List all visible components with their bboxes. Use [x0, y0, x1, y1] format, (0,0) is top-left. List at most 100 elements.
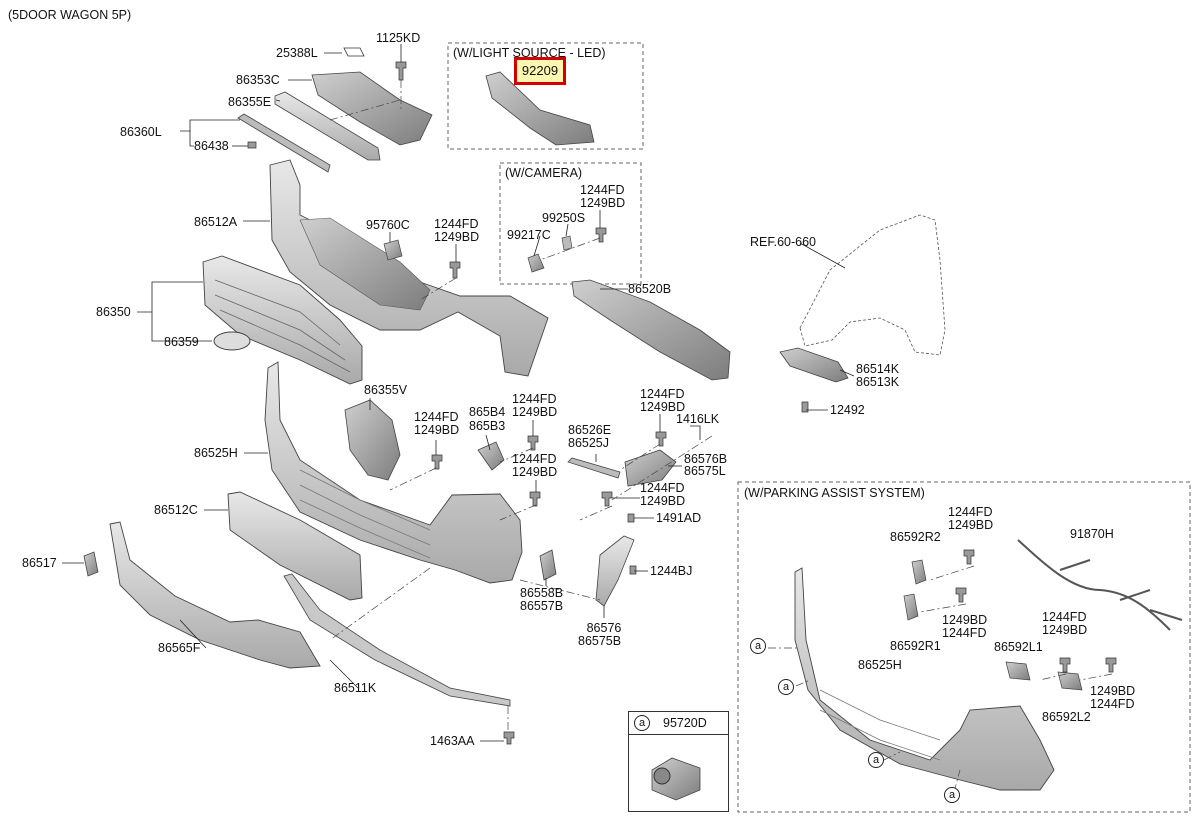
part-label[interactable]: 865B3 — [469, 419, 506, 433]
part-86512A — [269, 159, 549, 377]
reference-label[interactable]: REF.60-660 — [750, 235, 817, 249]
part-86512C — [227, 491, 363, 601]
part-label[interactable]: 86514K — [856, 362, 900, 376]
part-label[interactable]: 1244FD — [640, 387, 685, 401]
part-label[interactable]: 25388L — [276, 46, 318, 60]
part-label[interactable]: 1249BD — [942, 613, 988, 627]
part-86576B — [624, 449, 677, 487]
part-86350 — [202, 255, 363, 385]
part-label[interactable]: 1491AD — [656, 511, 702, 525]
part-label[interactable]: 86438 — [194, 139, 229, 153]
part-86576 — [595, 535, 635, 607]
part-label[interactable]: 86350 — [96, 305, 131, 319]
part-label[interactable]: 86557B — [520, 599, 564, 613]
part-label[interactable]: 12492 — [830, 403, 865, 417]
part-label[interactable]: 86592R1 — [890, 639, 941, 653]
parking-assist-box — [737, 481, 1191, 813]
part-label[interactable]: 99217C — [507, 228, 551, 242]
part-label[interactable]: 1249BD — [1042, 623, 1088, 637]
part-label[interactable]: 86511K — [334, 681, 377, 695]
part-label[interactable]: 86575L — [684, 464, 726, 478]
group-title-parking-assist: (W/PARKING ASSIST SYSTEM) — [744, 486, 925, 500]
inset-bumper-86525H — [794, 567, 1055, 791]
part-label[interactable]: 86525H — [858, 658, 902, 672]
part-label[interactable]: 86359 — [164, 335, 199, 349]
part-86514K — [779, 347, 849, 383]
part-label[interactable]: 1244FD — [414, 410, 459, 424]
part-86525H — [264, 361, 523, 584]
part-label[interactable]: 1249BD — [512, 405, 558, 419]
part-label[interactable]: 1244BJ — [650, 564, 693, 578]
part-label[interactable]: 1244FD — [1090, 697, 1135, 711]
part-label[interactable]: 95760C — [366, 218, 410, 232]
part-label[interactable]: 1249BD — [640, 494, 686, 508]
part-label[interactable]: 86520B — [628, 282, 672, 296]
part-label[interactable]: 1416LK — [676, 412, 720, 426]
part-label[interactable]: 1249BD — [640, 400, 686, 414]
part-92209 — [485, 71, 595, 146]
part-label[interactable]: 1249BD — [1090, 684, 1136, 698]
part-label[interactable]: 86353C — [236, 73, 280, 87]
part-label[interactable]: 86513K — [856, 375, 900, 389]
camera-box — [499, 162, 642, 285]
part-86517 — [83, 551, 99, 577]
legend-header: a 95720D — [629, 712, 728, 735]
part-86355E — [274, 91, 381, 161]
part-86526E — [567, 457, 621, 479]
part-label[interactable]: 99250S — [542, 211, 586, 225]
part-label[interactable]: 1249BD — [580, 196, 626, 210]
part-label[interactable]: 1249BD — [414, 423, 460, 437]
part-label[interactable]: 1125KD — [376, 31, 421, 45]
part-label[interactable]: 1244FD — [1042, 610, 1087, 624]
part-label[interactable]: 86355V — [364, 383, 408, 397]
part-label[interactable]: 1249BD — [512, 465, 558, 479]
part-label[interactable]: 86575B — [578, 634, 622, 648]
part-label[interactable]: 1463AA — [430, 734, 475, 748]
part-86355V — [344, 399, 401, 481]
legend-part-label[interactable]: 95720D — [663, 716, 707, 730]
highlighted-part-label[interactable]: 92209 — [514, 57, 566, 85]
part-label[interactable]: 86512A — [194, 215, 238, 229]
part-label[interactable]: 1249BD — [434, 230, 480, 244]
part-86353C — [311, 71, 433, 146]
part-label[interactable]: 86558B — [520, 586, 564, 600]
part-label[interactable]: 1244FD — [948, 505, 993, 519]
fender-ref — [799, 214, 946, 356]
part-label[interactable]: 865B4 — [469, 405, 506, 419]
part-label[interactable]: 86355E — [228, 95, 272, 109]
part-label[interactable]: 1244FD — [434, 217, 479, 231]
part-label[interactable]: 86592R2 — [890, 530, 941, 544]
callout-a-marker: a — [750, 638, 766, 654]
callout-a-marker: a — [778, 679, 794, 695]
part-86511K — [283, 573, 511, 707]
part-label[interactable]: 86592L2 — [1042, 710, 1091, 724]
part-86565F — [109, 521, 321, 669]
callout-a-marker: a — [868, 752, 884, 768]
part-label[interactable]: 86576B — [684, 452, 728, 466]
part-865B4 — [477, 441, 505, 471]
part-86360L — [237, 113, 331, 173]
part-label[interactable]: 86517 — [22, 556, 57, 570]
part-label[interactable]: 86525J — [568, 436, 610, 450]
part-label[interactable]: 1244FD — [640, 481, 685, 495]
diagram-header: (5DOOR WAGON 5P) — [8, 8, 132, 22]
callout-a-marker: a — [944, 787, 960, 803]
part-label[interactable]: 86565F — [158, 641, 201, 655]
part-label[interactable]: 1244FD — [942, 626, 987, 640]
part-label[interactable]: 86360L — [120, 125, 162, 139]
part-label[interactable]: 1249BD — [948, 518, 994, 532]
wiring-91870H — [1017, 539, 1183, 631]
bolt-1125KD — [395, 61, 407, 81]
group-title-light-source: (W/LIGHT SOURCE - LED) — [453, 46, 606, 60]
part-label[interactable]: 1244FD — [512, 392, 557, 406]
group-title-camera: (W/CAMERA) — [505, 166, 583, 180]
part-label[interactable]: 86592L1 — [994, 640, 1043, 654]
part-label[interactable]: 91870H — [1070, 527, 1114, 541]
part-label[interactable]: 86525H — [194, 446, 238, 460]
part-label[interactable]: 1244FD — [512, 452, 557, 466]
part-label[interactable]: 86526E — [568, 423, 612, 437]
part-label[interactable]: 1244FD — [580, 183, 625, 197]
part-label[interactable]: 86512C — [154, 503, 198, 517]
part-label[interactable]: 86576 — [586, 621, 622, 635]
